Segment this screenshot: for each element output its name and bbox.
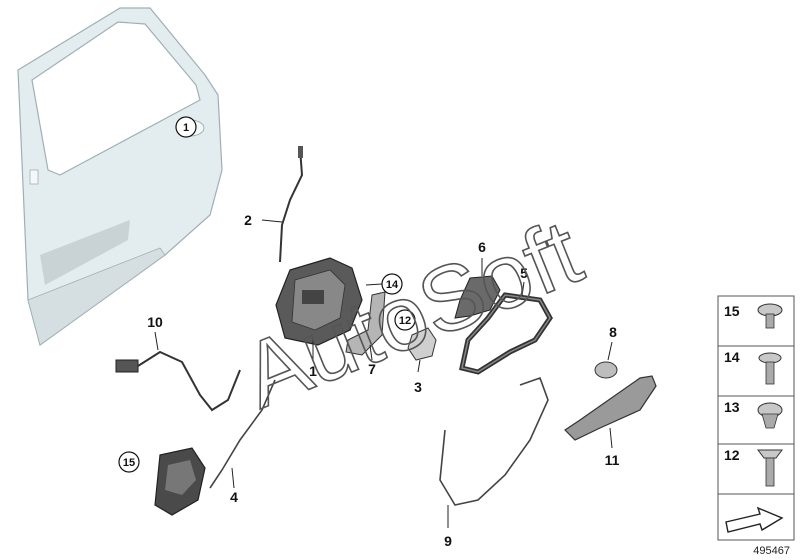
callout-15: 15 xyxy=(118,451,140,473)
legend-item-13: 13 xyxy=(724,399,783,429)
svg-text:6: 6 xyxy=(478,239,486,255)
legend-item-15: 15 xyxy=(724,303,783,329)
watermark: AutoSoft xyxy=(228,200,595,428)
svg-text:4: 4 xyxy=(230,489,238,505)
part-8-cap-cover: 8 xyxy=(594,324,618,379)
svg-text:12: 12 xyxy=(399,315,411,327)
svg-text:11: 11 xyxy=(605,452,620,468)
legend-item-14: 14 xyxy=(724,349,782,385)
svg-text:2: 2 xyxy=(244,212,252,228)
part-6-carrier: 6 xyxy=(454,239,501,319)
fastener-legend: 15 14 13 12 xyxy=(717,295,795,541)
svg-text:8: 8 xyxy=(609,324,617,340)
svg-text:7: 7 xyxy=(368,361,376,377)
callout-door: 1 xyxy=(175,116,197,138)
diagram-id: 495467 xyxy=(753,545,790,557)
rear-door-panel xyxy=(17,7,223,346)
part-10-cable: 10 xyxy=(115,314,241,412)
part-11-handle: 11 xyxy=(564,375,657,468)
callout-14: 14 xyxy=(365,273,403,295)
svg-text:1: 1 xyxy=(183,122,189,134)
svg-text:15: 15 xyxy=(123,457,135,469)
svg-text:AutoSoft: AutoSoft xyxy=(229,201,594,428)
arrow-icon xyxy=(725,506,784,533)
part-4-cable: 4 xyxy=(209,379,276,505)
svg-text:3: 3 xyxy=(414,379,422,395)
svg-text:5: 5 xyxy=(520,265,528,281)
part-5-handle-frame: 5 xyxy=(459,265,553,375)
part-15-actuator xyxy=(154,447,206,516)
part-2-rod: 2 xyxy=(244,146,304,263)
svg-text:13: 13 xyxy=(724,399,740,415)
part-7-bracket: 7 xyxy=(345,291,386,377)
svg-text:15: 15 xyxy=(724,303,740,319)
svg-text:14: 14 xyxy=(386,279,399,291)
part-3-cap: 3 xyxy=(407,327,437,395)
legend-item-12: 12 xyxy=(724,447,783,487)
svg-text:9: 9 xyxy=(444,533,452,549)
part-1-lock: 1 xyxy=(275,257,363,379)
part-9-cable: 9 xyxy=(439,376,549,549)
svg-text:10: 10 xyxy=(147,314,163,330)
svg-text:1: 1 xyxy=(309,363,317,379)
svg-text:12: 12 xyxy=(724,447,740,463)
svg-text:14: 14 xyxy=(724,349,740,365)
callout-12: 12 xyxy=(394,309,416,331)
